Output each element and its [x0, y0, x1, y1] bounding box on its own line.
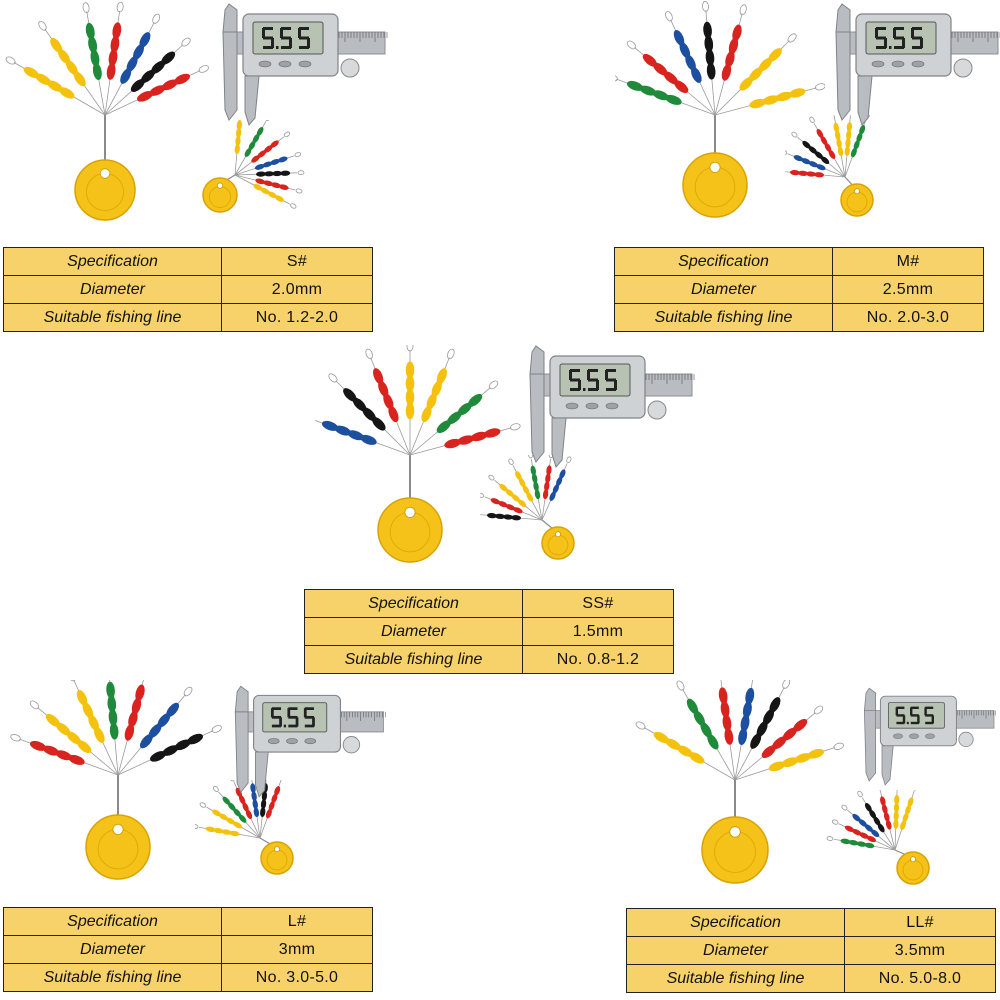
diameter-label: Diameter	[614, 275, 833, 304]
diameter-value: 2.0mm	[221, 275, 373, 304]
fishing-line-value: No. 0.8-1.2	[522, 645, 674, 674]
spec-label: Specification	[614, 247, 833, 276]
float-stopper-icon	[635, 680, 844, 884]
digital-caliper-icon	[863, 687, 996, 786]
diameter-label: Diameter	[304, 617, 523, 646]
fishing-line-label: Suitable fishing line	[3, 963, 222, 992]
fishing-line-value: No. 2.0-3.0	[832, 303, 984, 332]
digital-caliper-icon	[529, 345, 695, 469]
digital-caliper-icon	[222, 3, 388, 127]
spec-value: SS#	[522, 589, 674, 618]
diameter-value: 2.5mm	[832, 275, 984, 304]
digital-caliper-icon	[234, 685, 386, 798]
spec-label: Specification	[304, 589, 523, 618]
small-float-stopper-icon	[826, 790, 930, 885]
diameter-value: 1.5mm	[522, 617, 674, 646]
digital-caliper-icon	[835, 3, 1000, 127]
spec-value: LL#	[844, 908, 996, 937]
fishing-line-label: Suitable fishing line	[304, 645, 523, 674]
fishing-line-label: Suitable fishing line	[614, 303, 833, 332]
small-float-stopper-icon	[785, 115, 874, 217]
fishing-line-value: No. 1.2-2.0	[221, 303, 373, 332]
float-stopper-icon	[10, 680, 222, 880]
spec-value: M#	[832, 247, 984, 276]
diameter-value: 3mm	[221, 935, 373, 964]
spec-label: Specification	[3, 247, 222, 276]
float-stopper-icon	[315, 345, 521, 563]
diameter-label: Diameter	[626, 936, 845, 965]
float-stopper-icon	[615, 1, 825, 218]
diameter-label: Diameter	[3, 275, 222, 304]
small-float-stopper-icon	[202, 120, 305, 213]
fishing-line-label: Suitable fishing line	[3, 303, 222, 332]
spec-label: Specification	[3, 907, 222, 936]
fishing-line-label: Suitable fishing line	[626, 964, 845, 993]
spec-label: Specification	[626, 908, 845, 937]
fishing-line-value: No. 5.0-8.0	[844, 964, 996, 993]
diameter-value: 3.5mm	[844, 936, 996, 965]
small-float-stopper-icon	[480, 455, 575, 560]
spec-value: L#	[221, 907, 373, 936]
spec-value: S#	[221, 247, 373, 276]
fishing-line-value: No. 3.0-5.0	[221, 963, 373, 992]
diameter-label: Diameter	[3, 935, 222, 964]
float-stopper-icon	[5, 1, 209, 221]
